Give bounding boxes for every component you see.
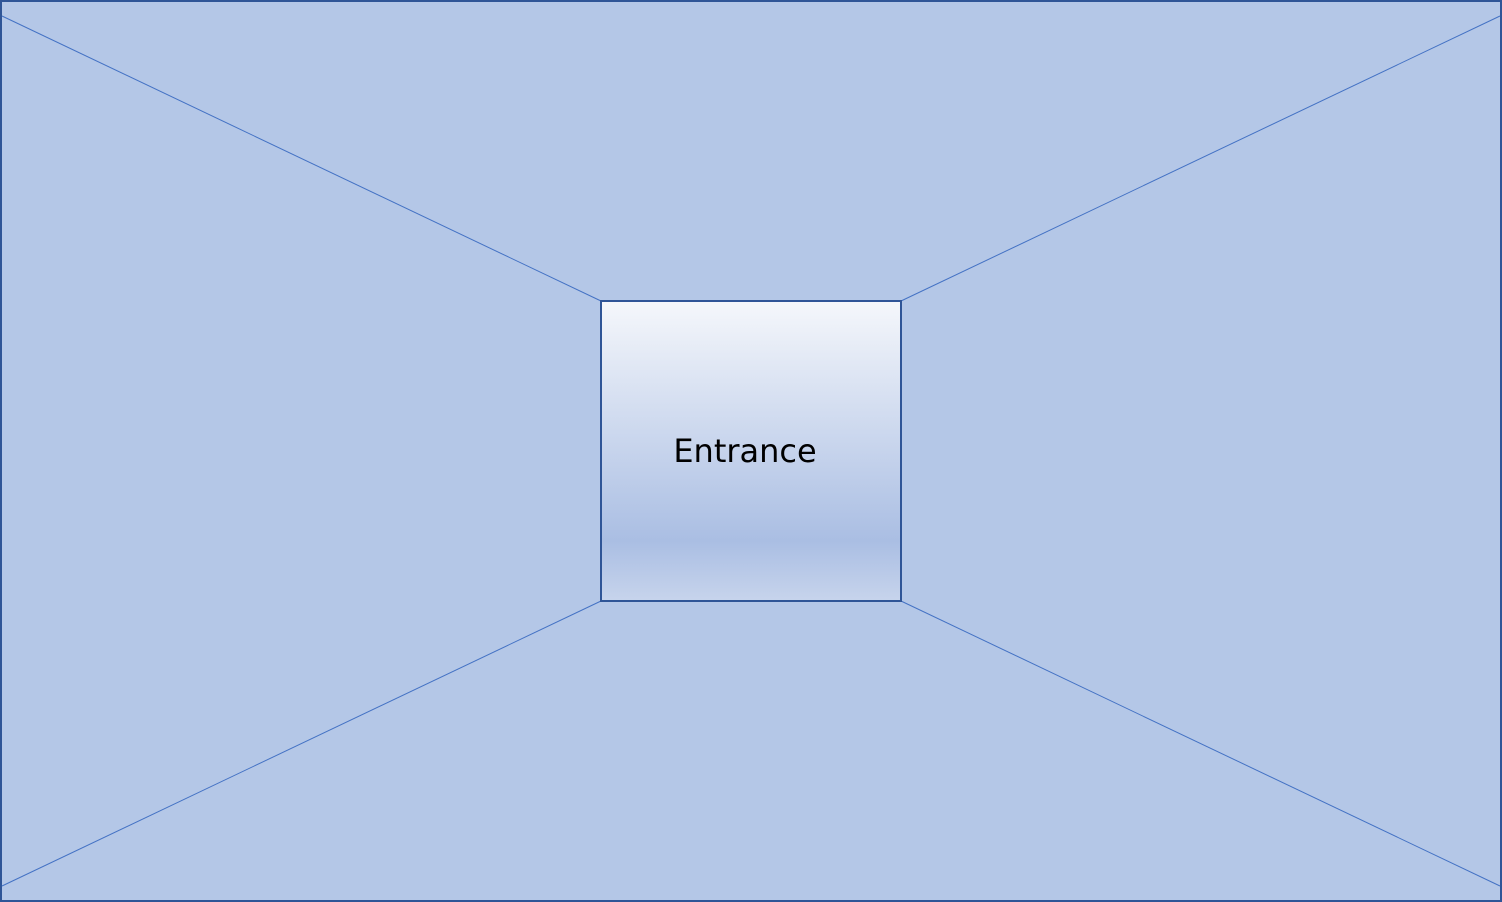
entrance-label: Entrance bbox=[673, 432, 817, 470]
entrance-box bbox=[600, 300, 902, 602]
perspective-line-bottom-right bbox=[900, 600, 1501, 887]
perspective-line-top-right bbox=[900, 15, 1501, 302]
perspective-line-bottom-left bbox=[1, 600, 602, 887]
perspective-line-top-left bbox=[1, 15, 602, 302]
